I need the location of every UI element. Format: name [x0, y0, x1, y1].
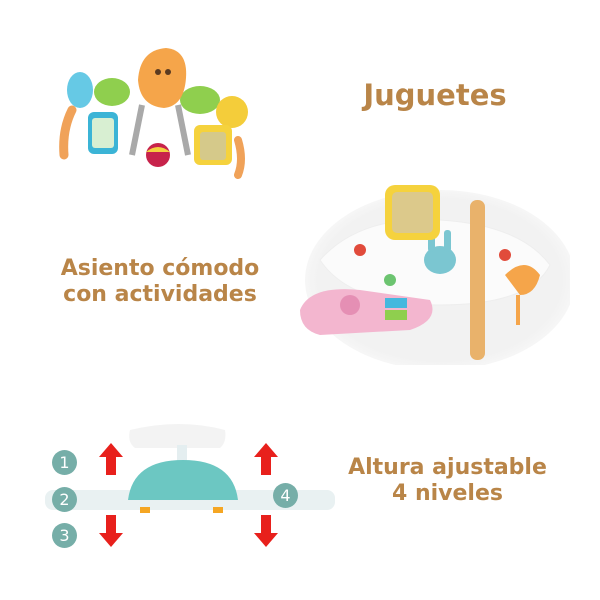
height-label-line1: Altura ajustable [348, 455, 547, 480]
activity-seat-image [290, 170, 575, 370]
seat-label-line2: con actividades [63, 282, 257, 308]
level-badge-1: 1 [52, 450, 77, 475]
height-adjustment-image: 1 2 3 4 [45, 415, 335, 560]
up-arrow-left-icon [99, 443, 123, 475]
height-adjustment-illustration [45, 424, 335, 547]
seat-label: Asiento cómodo con actividades [40, 256, 280, 309]
arrows [99, 443, 278, 547]
activity-seat-illustration [300, 185, 575, 370]
up-arrow-right-icon [254, 443, 278, 475]
height-label-line2: 4 niveles [392, 481, 503, 507]
toy-bar-image [50, 40, 260, 180]
seat-label-line1: Asiento cómodo [60, 256, 260, 281]
height-label: Altura ajustable 4 niveles [325, 455, 570, 508]
toy-bar-illustration [59, 48, 248, 179]
level-badge-3: 3 [52, 523, 77, 548]
toys-label: Juguetes [363, 78, 507, 112]
down-arrow-left-icon [99, 515, 123, 547]
down-arrow-right-icon [254, 515, 278, 547]
level-badge-2: 2 [52, 487, 77, 512]
level-badge-4: 4 [273, 483, 298, 508]
